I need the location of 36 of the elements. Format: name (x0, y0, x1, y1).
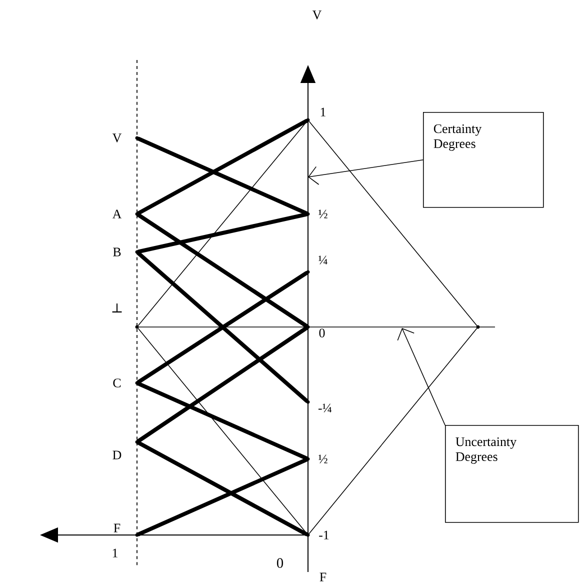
axis-label: V (312, 10, 322, 20)
thin-line (138, 328, 308, 534)
tick-label: D (112, 450, 122, 460)
tick-label: -¼ (318, 404, 332, 412)
tick-label: ½ (318, 210, 328, 218)
callout-box: Uncertainty Degrees (445, 425, 579, 523)
tick-label: ⊥ (112, 304, 122, 312)
tick-label: ¼ (318, 256, 328, 264)
thick-line (136, 213, 308, 328)
thick-line (136, 118, 308, 216)
thick-line (136, 458, 308, 536)
arrow (397, 328, 446, 426)
tick-label: V (112, 134, 122, 142)
tick-label: F (114, 524, 120, 532)
axis-label: 1 (112, 548, 118, 558)
axis-label: F (320, 572, 326, 582)
thick-line (136, 271, 308, 384)
tick-label: ½ (318, 454, 328, 464)
tick-label: 0 (319, 328, 325, 338)
tick-label: B (113, 248, 121, 256)
thick-line (136, 212, 308, 254)
thick-line (136, 326, 308, 443)
tick-label: C (113, 378, 121, 388)
thick-line (136, 136, 308, 216)
axis-label: 0 (276, 558, 284, 568)
callout-box: Certainty Degrees (423, 112, 544, 208)
thick-line (136, 251, 309, 403)
tick-label: A (112, 210, 122, 218)
arrow (308, 160, 424, 185)
thick-line (136, 382, 308, 460)
tick-label: -1 (319, 530, 329, 540)
thin-line (308, 328, 478, 534)
thin-line (138, 121, 308, 326)
thick-line (136, 440, 308, 536)
tick-label: 1 (320, 108, 326, 116)
thin-line (308, 121, 478, 326)
